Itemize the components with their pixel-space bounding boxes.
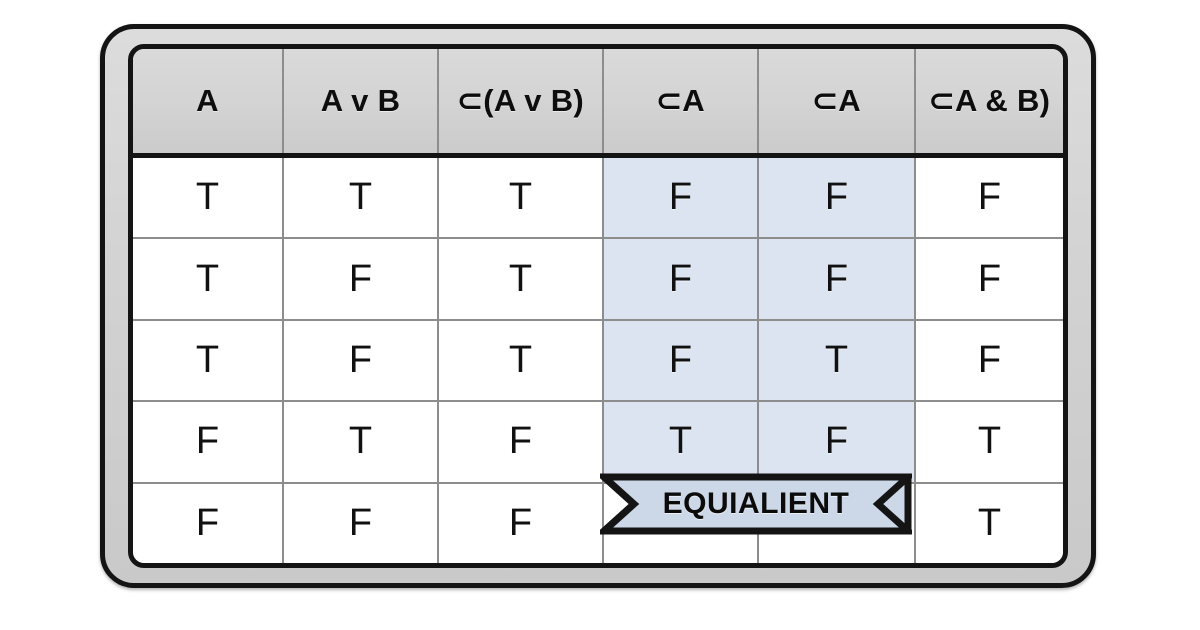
cell-value: T bbox=[977, 501, 1002, 544]
column-header-a: A bbox=[133, 49, 284, 158]
cell-r3c5: T bbox=[758, 319, 916, 403]
cell-value: T bbox=[977, 420, 1002, 463]
cell-r1c2: T bbox=[283, 155, 439, 240]
column-header-label: ⊂A & B) bbox=[928, 83, 1051, 118]
table-row: T T T F F F bbox=[133, 155, 1063, 240]
table-head: A A v B ⊂(A v B) ⊂A ⊂A ⊂A & B) bbox=[133, 49, 1063, 158]
table-frame: A A v B ⊂(A v B) ⊂A ⊂A ⊂A & B) T T T F F… bbox=[128, 44, 1068, 568]
ribbon-shape-icon bbox=[600, 473, 912, 535]
cell-r2c4: F bbox=[603, 238, 759, 321]
cell-r1c3: T bbox=[438, 155, 604, 240]
cell-r2c5: F bbox=[758, 238, 916, 321]
cell-value: F bbox=[977, 176, 1002, 219]
cell-value: T bbox=[824, 339, 849, 382]
column-header-not-a-and-b: ⊂A & B) bbox=[915, 49, 1063, 158]
column-header-not-a-second: ⊂A bbox=[758, 49, 916, 158]
column-header-not-a-first: ⊂A bbox=[603, 49, 759, 158]
cell-value: F bbox=[668, 257, 693, 300]
cell-r4c1: F bbox=[133, 401, 284, 484]
cell-r3c1: T bbox=[133, 319, 284, 403]
column-header-not-a-or-b: ⊂(A v B) bbox=[438, 49, 604, 158]
cell-value: F bbox=[348, 501, 373, 544]
cell-r5c2: F bbox=[283, 482, 439, 563]
cell-value: T bbox=[348, 176, 373, 219]
column-header-label: A bbox=[196, 83, 219, 118]
cell-value: T bbox=[668, 420, 693, 463]
cell-r5c6: T bbox=[915, 482, 1063, 563]
cell-r2c3: T bbox=[438, 238, 604, 321]
cell-value: T bbox=[348, 420, 373, 463]
cell-r1c1: T bbox=[133, 155, 284, 240]
table-row: T F T F F F bbox=[133, 238, 1063, 321]
table-body: T T T F F F T F T F F F T F bbox=[133, 155, 1063, 563]
cell-r4c4: T bbox=[603, 401, 759, 484]
cell-value: F bbox=[508, 501, 533, 544]
cell-value: T bbox=[195, 339, 220, 382]
cell-r1c4: F bbox=[603, 155, 759, 240]
column-header-label: ⊂A bbox=[656, 83, 705, 118]
cell-r3c6: F bbox=[915, 319, 1063, 403]
cell-value: F bbox=[824, 420, 849, 463]
equivalent-ribbon-banner: EQUIALIENT bbox=[600, 473, 912, 535]
cell-r1c6: F bbox=[915, 155, 1063, 240]
cell-value: F bbox=[195, 420, 220, 463]
column-header-a-or-b: A v B bbox=[283, 49, 439, 158]
cell-value: F bbox=[508, 420, 533, 463]
column-header-label: ⊂(A v B) bbox=[456, 83, 585, 118]
cell-r2c1: T bbox=[133, 238, 284, 321]
cell-value: F bbox=[977, 257, 1002, 300]
cell-value: T bbox=[508, 257, 533, 300]
table-row: F F F T bbox=[133, 482, 1063, 563]
cell-value: F bbox=[348, 339, 373, 382]
cell-value: F bbox=[824, 176, 849, 219]
cell-value: F bbox=[348, 257, 373, 300]
column-header-label: A v B bbox=[320, 83, 401, 118]
cell-value: T bbox=[508, 339, 533, 382]
cell-value: T bbox=[195, 176, 220, 219]
cell-r4c3: F bbox=[438, 401, 604, 484]
cell-r3c2: F bbox=[283, 319, 439, 403]
column-header-label: ⊂A bbox=[812, 83, 861, 118]
cell-value: F bbox=[668, 176, 693, 219]
cell-r4c5: F bbox=[758, 401, 916, 484]
table-row: F T F T F T bbox=[133, 401, 1063, 484]
cell-value: T bbox=[195, 257, 220, 300]
cell-value: T bbox=[508, 176, 533, 219]
cell-value: F bbox=[824, 257, 849, 300]
cell-r4c2: T bbox=[283, 401, 439, 484]
cell-r5c1: F bbox=[133, 482, 284, 563]
cell-r2c2: F bbox=[283, 238, 439, 321]
cell-value: F bbox=[668, 339, 693, 382]
header-row: A A v B ⊂(A v B) ⊂A ⊂A ⊂A & B) bbox=[133, 49, 1063, 158]
cell-r2c6: F bbox=[915, 238, 1063, 321]
cell-r3c3: T bbox=[438, 319, 604, 403]
table-row: T F T F T F bbox=[133, 319, 1063, 403]
cell-r4c6: T bbox=[915, 401, 1063, 484]
cell-r5c3: F bbox=[438, 482, 604, 563]
cell-r1c5: F bbox=[758, 155, 916, 240]
cell-value: F bbox=[977, 339, 1002, 382]
cell-value: F bbox=[195, 501, 220, 544]
cell-r3c4: F bbox=[603, 319, 759, 403]
truth-table: A A v B ⊂(A v B) ⊂A ⊂A ⊂A & B) T T T F F… bbox=[133, 49, 1063, 563]
